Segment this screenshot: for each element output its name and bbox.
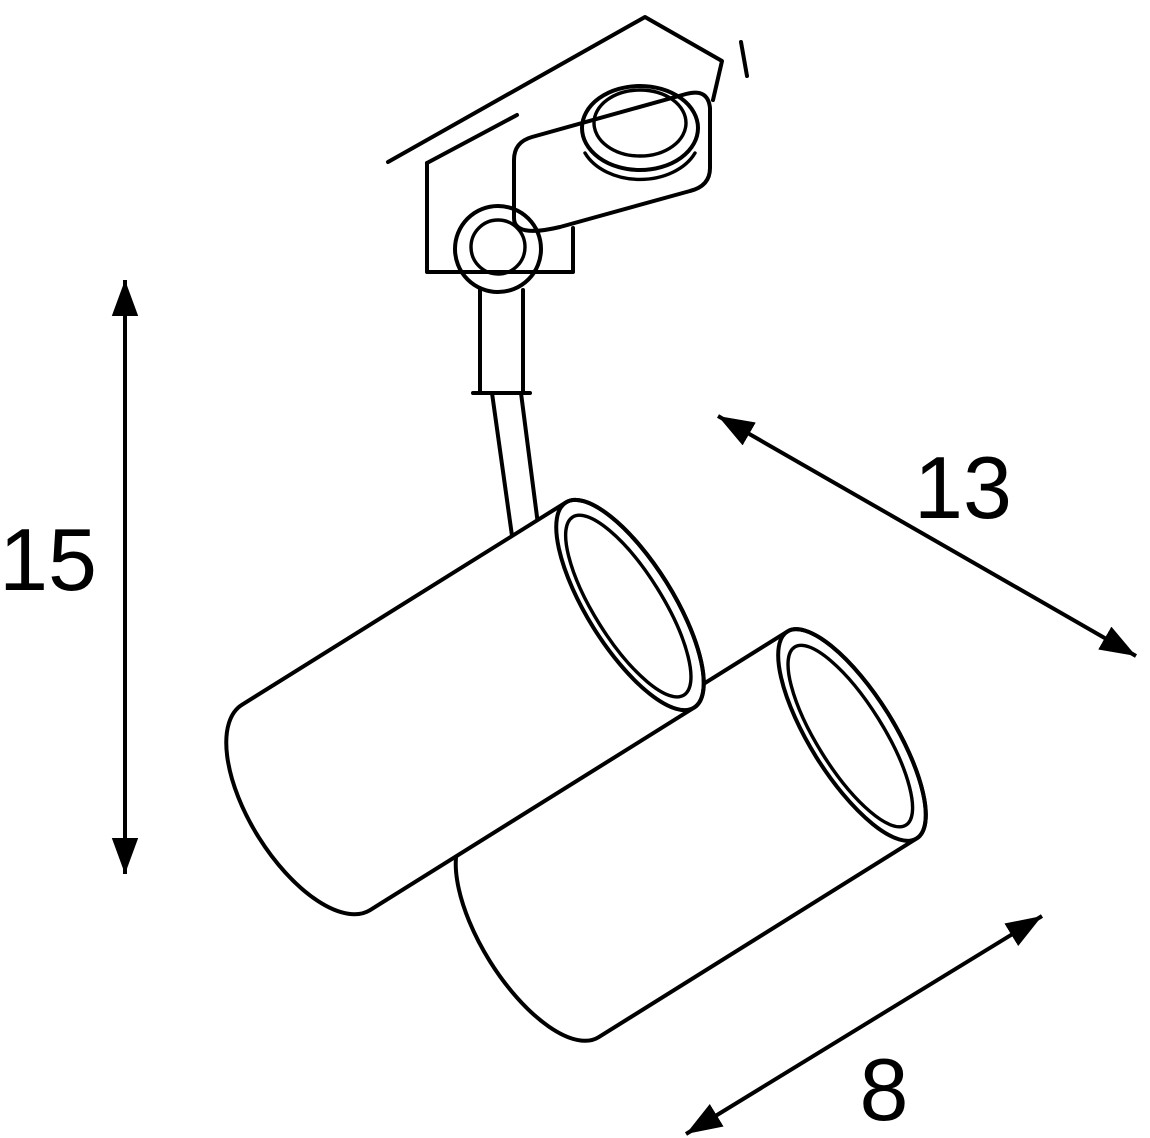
adapter-plate xyxy=(512,90,712,233)
track-end-tick xyxy=(739,40,749,78)
dimension-length-arrow xyxy=(717,414,1137,658)
track-edge-line xyxy=(386,15,724,164)
adapter-roof-edge xyxy=(425,113,519,165)
dimension-width-arrow xyxy=(684,914,1044,1136)
dimension-label-width: 8 xyxy=(860,1040,909,1138)
dimension-label-length: 13 xyxy=(914,438,1012,537)
front-spot-cylinder xyxy=(224,497,706,917)
adapter-knob-outer xyxy=(580,84,700,172)
dimension-length: 13 xyxy=(717,414,1137,658)
mounting-stem xyxy=(471,288,542,552)
swivel-joint-inner xyxy=(469,218,527,276)
front-spot-opening xyxy=(554,497,706,713)
dimension-height: 15 xyxy=(0,280,139,874)
dimension-label-height: 15 xyxy=(0,510,97,609)
stem-upper xyxy=(478,288,525,395)
adapter-knob-base xyxy=(583,151,697,182)
dimension-width: 8 xyxy=(684,914,1044,1138)
stem-lower xyxy=(490,391,542,552)
adapter-housing xyxy=(425,161,575,274)
adapter-knob-inner xyxy=(592,88,688,158)
track-adapter xyxy=(425,84,712,294)
front-spot-rim xyxy=(563,513,693,699)
ceiling-track xyxy=(386,15,749,164)
swivel-joint-outer xyxy=(453,204,543,294)
